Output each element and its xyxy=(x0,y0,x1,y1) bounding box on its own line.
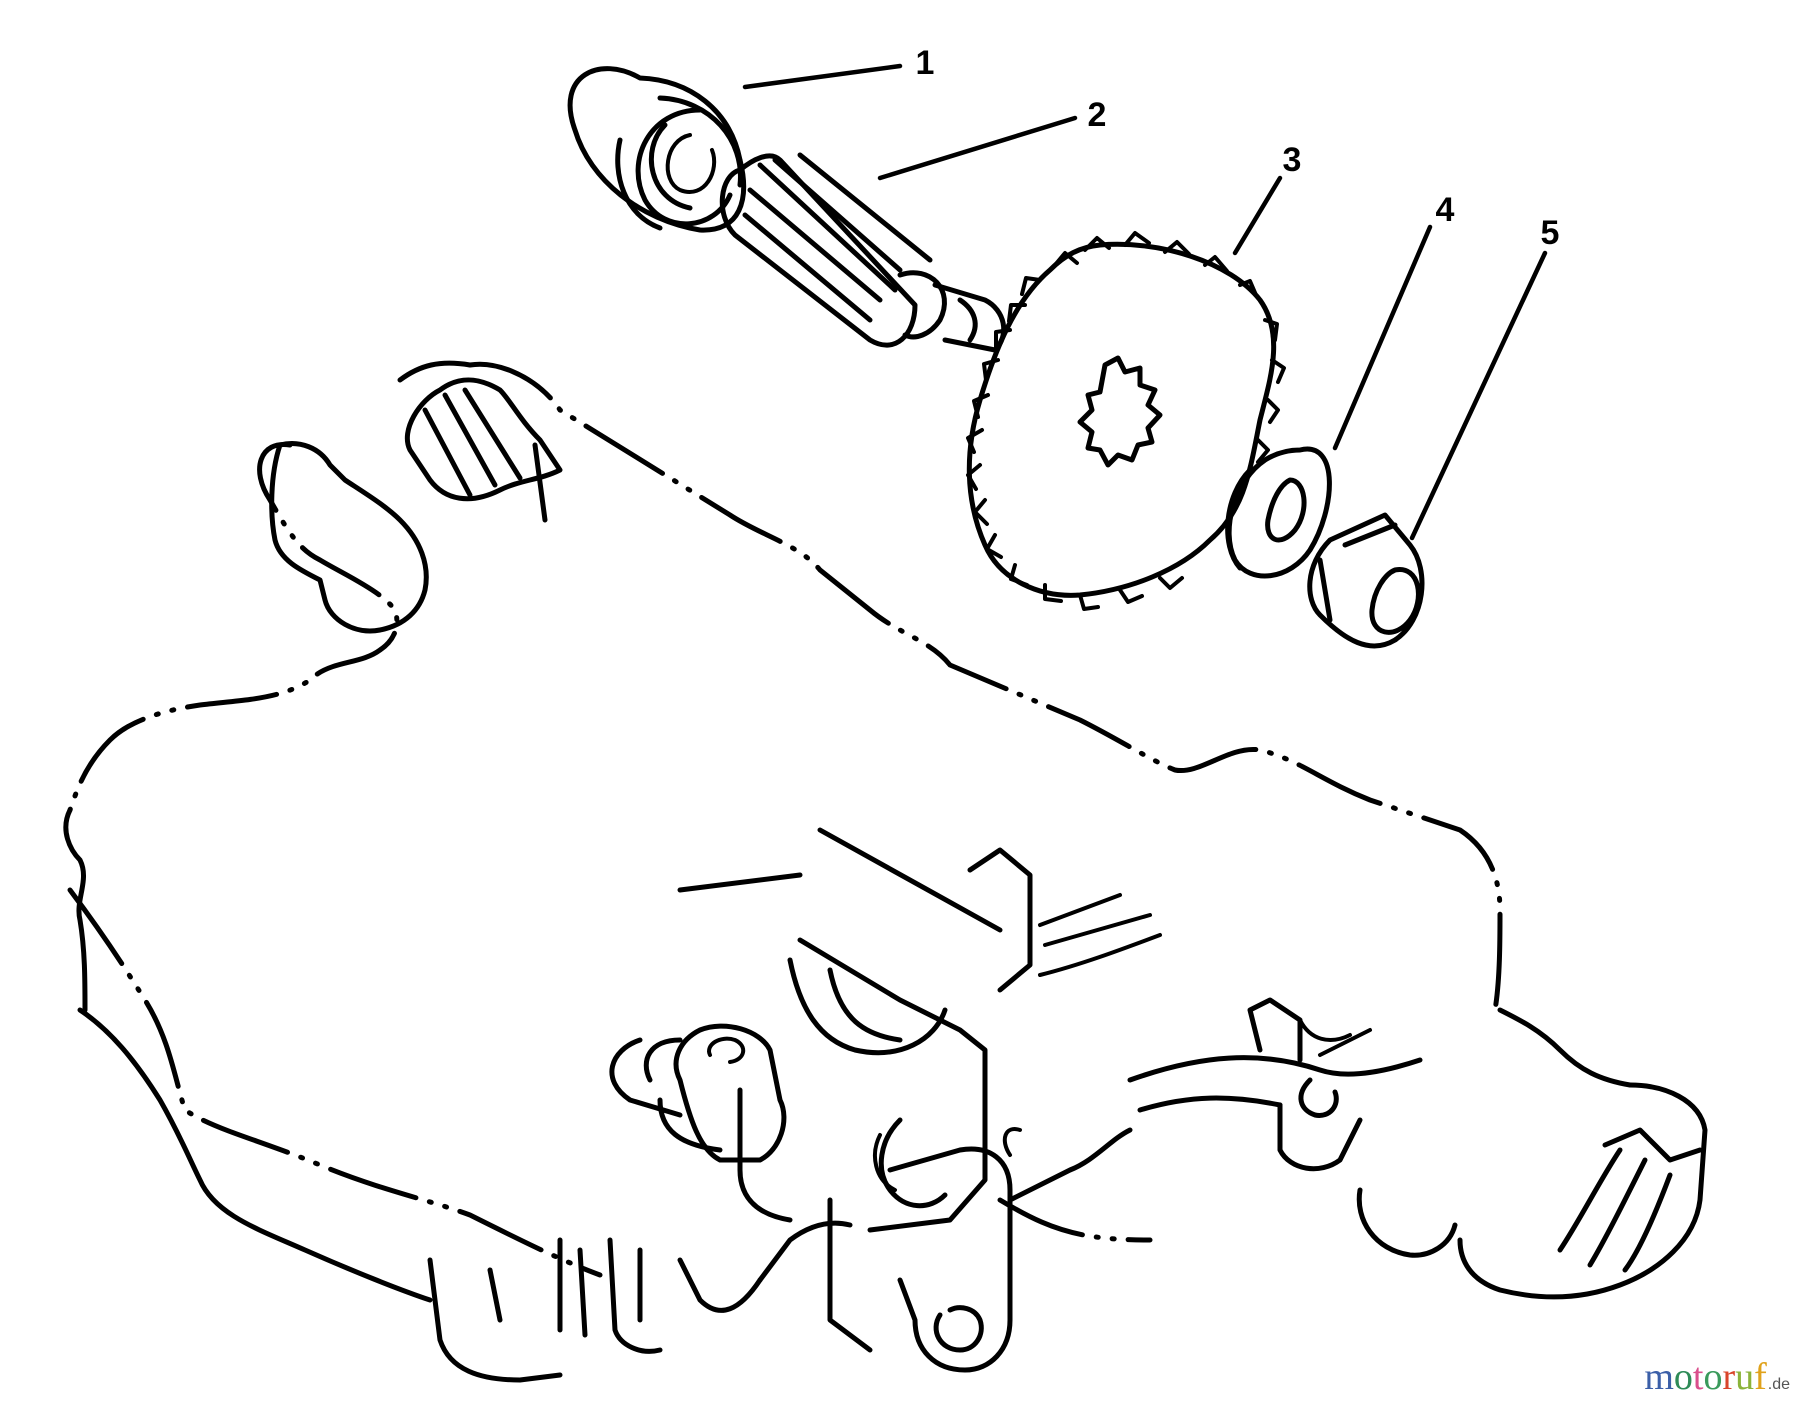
left-bearing-cradle xyxy=(269,377,563,634)
watermark-letter: u xyxy=(1735,1356,1755,1398)
watermark-suffix: .de xyxy=(1767,1376,1790,1393)
callout-4: 4 xyxy=(1435,191,1455,229)
right-housing-frame xyxy=(997,997,1708,1300)
reference-lines xyxy=(677,827,1162,977)
callout-2: 2 xyxy=(1087,96,1107,134)
central-shaft-support xyxy=(609,847,1033,1233)
callout-5: 5 xyxy=(1540,214,1560,252)
watermark-letter: m xyxy=(1644,1356,1674,1398)
callout-1: 1 xyxy=(915,44,935,82)
watermark-logo: motoruf.de xyxy=(1644,1358,1790,1396)
watermark-letter: r xyxy=(1722,1356,1736,1398)
washer-part xyxy=(1225,446,1332,579)
gearbox-housing xyxy=(63,360,1503,1303)
ball-bearing-part xyxy=(567,66,747,233)
watermark-letter: f xyxy=(1754,1356,1767,1398)
lower-mounting-bracket xyxy=(827,1117,1133,1373)
sprocket-part xyxy=(966,231,1286,611)
watermark-letter: t xyxy=(1692,1356,1704,1398)
lower-left-ribs xyxy=(427,1220,853,1383)
watermark-letter: o xyxy=(1673,1356,1693,1398)
leader-lines xyxy=(742,63,1548,541)
pinion-gear-part xyxy=(719,152,1007,353)
nut-part xyxy=(1307,512,1425,649)
watermark-letter: o xyxy=(1703,1356,1723,1398)
callout-3: 3 xyxy=(1282,141,1302,179)
